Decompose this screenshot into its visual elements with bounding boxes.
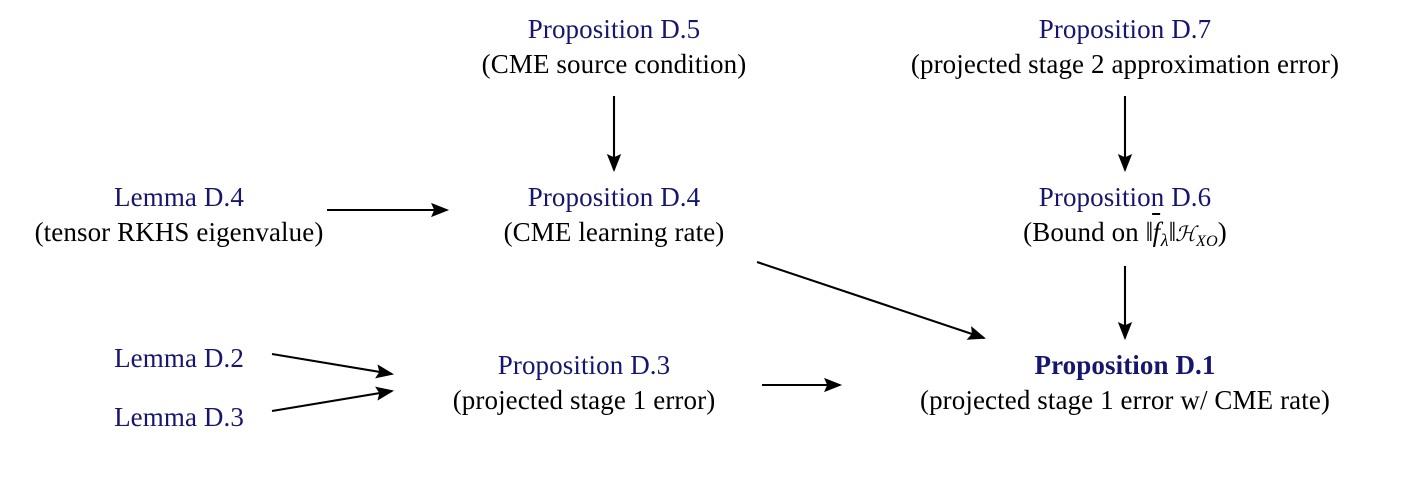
node-caption: (Bound on ‖fλ‖ℋXO) [1023,213,1227,252]
edge-lemmad2-to-d3 [271,352,395,379]
lambda-subscript: λ [1160,230,1169,251]
node-title: Lemma D.4 [114,182,244,212]
node-caption: (CME learning rate) [503,217,725,248]
h-subscript: XO [1196,231,1218,250]
node-title: Proposition D.6 [1038,182,1212,212]
edge-lemmad3-to-d3 [271,386,395,413]
node-caption: (tensor RKHS eigenvalue) [34,217,324,248]
node-title: Proposition D.3 [497,350,671,380]
node-lemma-d4[interactable]: Lemma D.4 (tensor RKHS eigenvalue) [35,180,324,250]
node-lemma-d3[interactable]: Lemma D.3 [114,400,244,435]
node-caption: (CME source condition) [481,49,747,80]
node-title: Proposition D.1 [1034,350,1216,380]
node-title: Proposition D.7 [1038,14,1212,44]
node-title: Lemma D.2 [114,343,244,373]
node-title: Proposition D.5 [527,14,701,44]
norm-open-bar: ‖ [1145,217,1154,248]
node-title: Lemma D.3 [114,402,244,432]
node-title: Proposition D.4 [527,182,701,212]
script-h-symbol: ℋ [1175,221,1196,247]
node-proposition-d7[interactable]: Proposition D.7 (projected stage 2 appro… [911,12,1339,82]
node-proposition-d5[interactable]: Proposition D.5 (CME source condition) [482,12,747,82]
caption-prefix: (Bound on [1023,217,1146,248]
caption-suffix: ) [1217,217,1227,248]
node-proposition-d6[interactable]: Proposition D.6 (Bound on ‖fλ‖ℋXO) [1023,180,1227,252]
edge-d4-to-d1 [756,261,986,340]
node-proposition-d3[interactable]: Proposition D.3 (projected stage 1 error… [453,348,716,418]
node-proposition-d4[interactable]: Proposition D.4 (CME learning rate) [504,180,725,250]
node-proposition-d1[interactable]: Proposition D.1 (projected stage 1 error… [920,348,1330,418]
norm-close-bar: ‖ [1168,217,1177,248]
f-bar-symbol: f [1152,213,1161,250]
node-lemma-d2[interactable]: Lemma D.2 [114,341,244,376]
node-caption: (projected stage 2 approximation error) [910,49,1340,80]
node-caption: (projected stage 1 error w/ CME rate) [919,385,1331,416]
node-caption: (projected stage 1 error) [452,385,716,416]
